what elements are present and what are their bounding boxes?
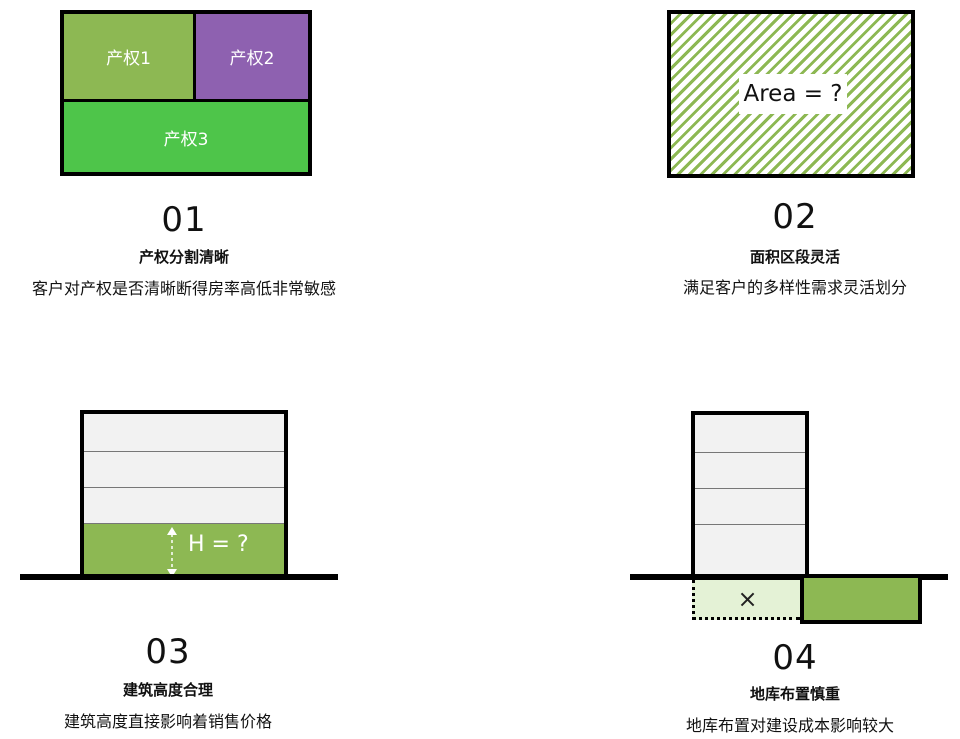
area-diagram: Area = ?: [667, 10, 915, 178]
floor: [695, 489, 805, 525]
item-03-title: 建筑高度合理: [122, 681, 213, 699]
floor: [84, 414, 284, 452]
property-cell-1-label: 产权1: [106, 49, 151, 69]
height-label: H = ?: [188, 532, 249, 557]
item-04-description: 地库布置对建设成本影响较大: [685, 716, 894, 735]
cross-icon: ×: [737, 584, 758, 613]
item-02-title: 面积区段灵活: [749, 248, 840, 266]
item-04-number: 04: [772, 638, 818, 678]
floor: [695, 415, 805, 453]
item-02-description: 满足客户的多样性需求灵活划分: [682, 278, 907, 297]
item-02-number: 02: [772, 197, 818, 237]
property-cell-1: 产权1: [64, 14, 193, 99]
floor: [84, 452, 284, 488]
property-cell-2-label: 产权2: [229, 49, 275, 69]
item-01-title: 产权分割清晰: [138, 248, 229, 266]
floor: [84, 488, 284, 524]
ground-line: [630, 574, 948, 580]
item-03-number: 03: [145, 632, 191, 672]
property-division-diagram: 产权1 产权2 产权3: [60, 10, 312, 176]
item-04-title: 地库布置慎重: [749, 685, 840, 703]
floor: [695, 453, 805, 489]
ground-floor-highlight: [84, 524, 284, 580]
ground-line: [20, 574, 338, 580]
basement-beside-tower: [800, 578, 922, 624]
property-cell-3-label: 产权3: [163, 129, 209, 150]
property-cell-3: 产权3: [64, 102, 308, 172]
item-01-number: 01: [161, 200, 207, 240]
building-height-diagram: H = ?: [80, 410, 288, 580]
basement-tower: [691, 411, 809, 580]
basement-divider: [800, 576, 804, 624]
height-arrow-icon: [167, 527, 177, 577]
item-01-description: 客户对产权是否清晰断得房率高低非常敏感: [31, 279, 336, 298]
basement-under-tower: ×: [692, 580, 800, 620]
area-label: Area = ?: [739, 74, 847, 114]
item-03-description: 建筑高度直接影响着销售价格: [63, 712, 272, 731]
property-cell-2: 产权2: [196, 14, 308, 99]
